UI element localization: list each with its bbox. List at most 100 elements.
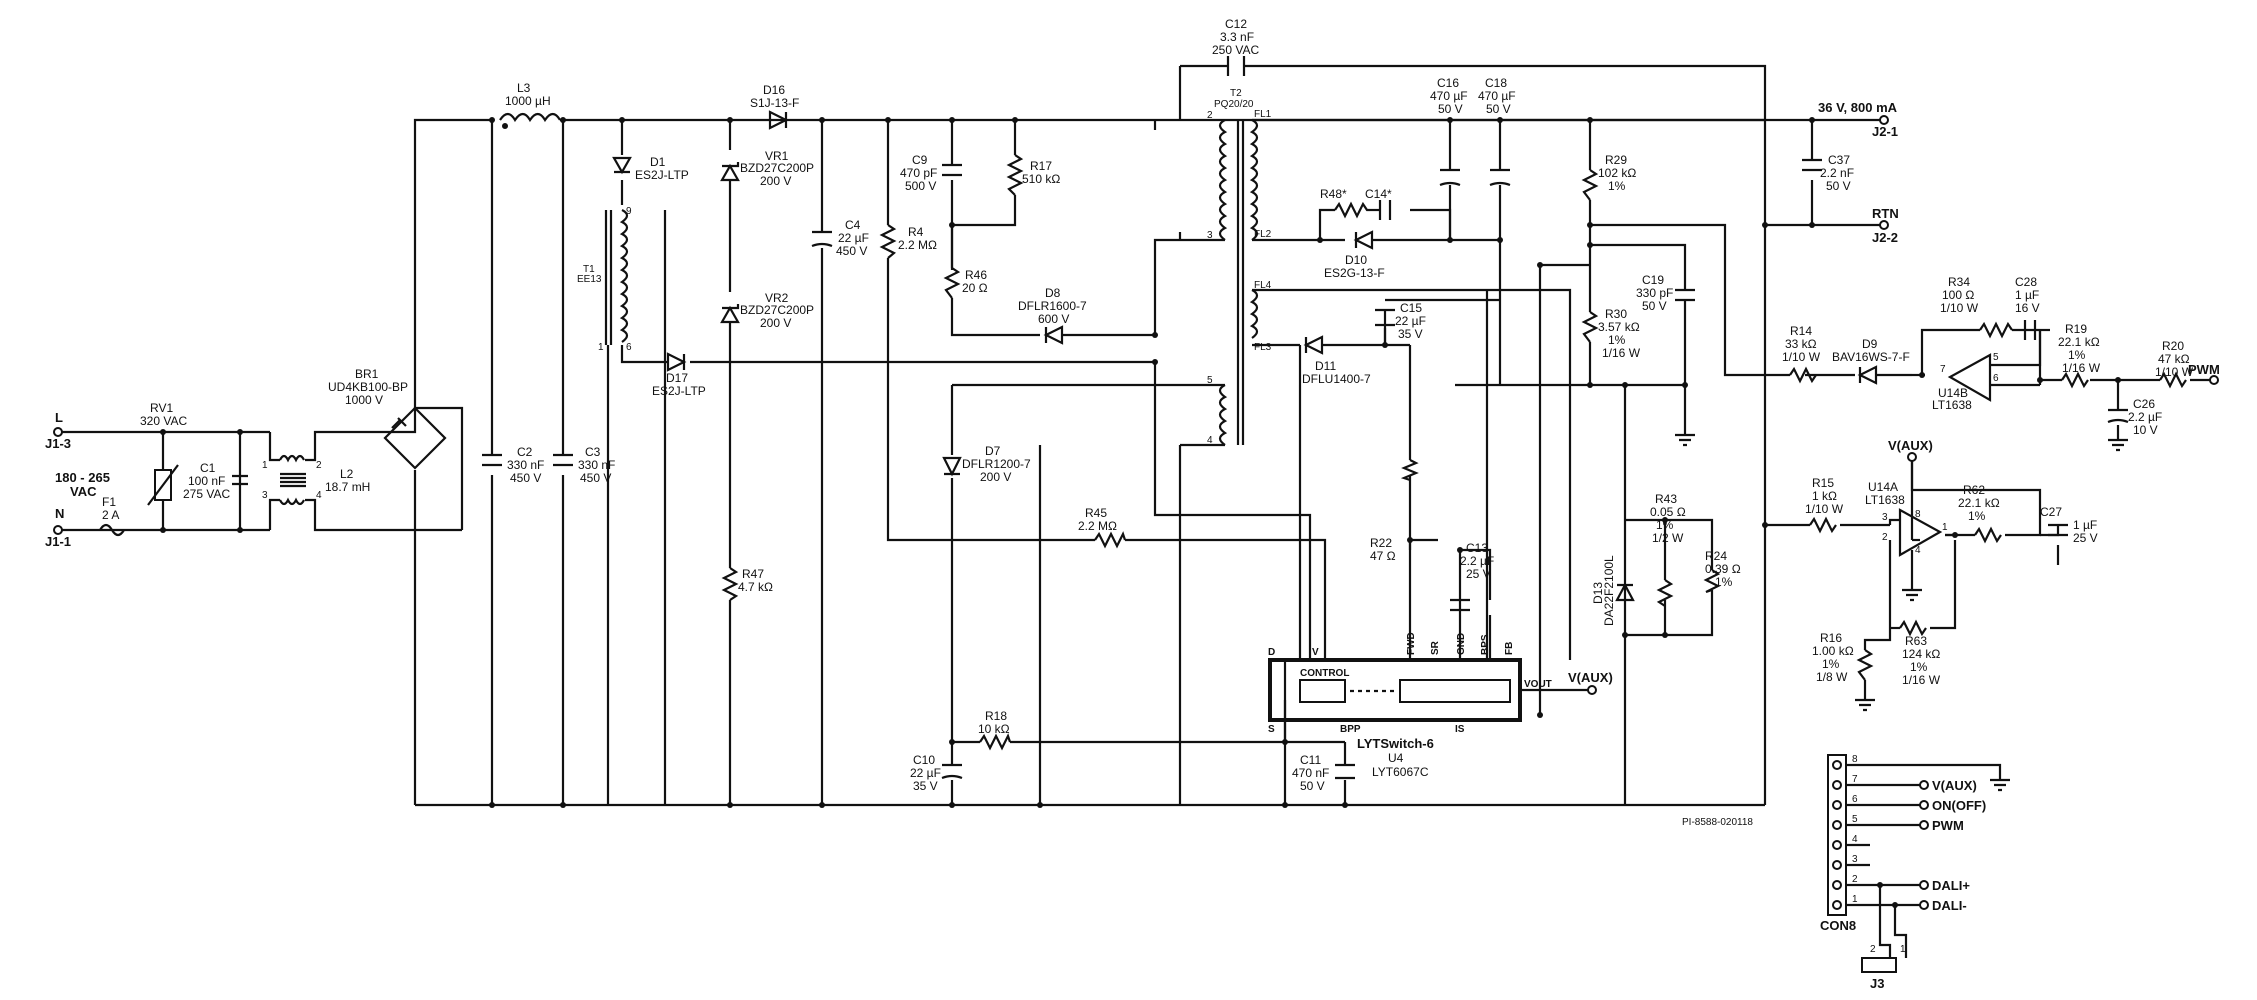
r17-value: 510 kΩ [1022,172,1060,186]
u4-pin-d: D [1268,647,1275,658]
r18-value: 10 kΩ [978,722,1010,736]
c28-value: 1 µF [2015,288,2039,302]
br1-rating: 1000 V [345,393,383,407]
c16-ref: C16 [1437,76,1459,90]
u4-pin-fb: FB [1504,642,1515,655]
t2-pin3: 3 [1207,230,1213,241]
c28-rating: 16 V [2015,301,2040,315]
r43-tol: 1% [1656,518,1674,532]
d7-part: DFLR1200-7 [962,457,1031,471]
t1-pin6: 6 [626,342,632,353]
r16-ref: R16 [1820,631,1842,645]
c3-ref: C3 [585,445,601,459]
d1-ref: D1 [650,155,666,169]
controller-name: LYTSwitch-6 [1357,736,1434,751]
r46-ref: R46 [965,268,987,282]
u4-pin-is: IS [1455,724,1465,735]
input-n-label: N [55,506,64,521]
con8-pin5: 5 [1852,814,1858,825]
c13-rating: 25 V [1466,567,1491,581]
r24-value: 0.39 Ω [1705,562,1741,576]
r62-ref: R62 [1963,483,1985,497]
c26-rating: 10 V [2133,423,2158,437]
r63-ref: R63 [1905,634,1927,648]
d8-ref: D8 [1045,286,1061,300]
u14a-pin1: 1 [1942,522,1948,533]
c18-rating: 50 V [1486,102,1511,116]
output-rtn: RTN [1872,206,1899,221]
t2-fl2: FL2 [1254,229,1272,240]
d13-ref: D13 [1591,582,1605,604]
t2-pin2: 2 [1207,110,1213,121]
r34-ref: R34 [1948,275,1970,289]
l2-value: 18.7 mH [325,480,370,494]
c10-value: 22 µF [910,766,941,780]
d10-ref: D10 [1345,253,1367,267]
d7-rating: 200 V [980,470,1011,484]
con8-pin3: 3 [1852,854,1858,865]
c27-value: 1 µF [2073,518,2097,532]
d11-part: DFLU1400-7 [1302,372,1371,386]
con8-box [1827,754,1847,916]
c18-value: 470 µF [1478,89,1516,103]
vr1-rating: 200 V [760,174,791,188]
controller-control-label: CONTROL [1300,668,1349,679]
t1-core: EE13 [577,274,602,285]
u14b-pin5: 5 [1993,352,1999,363]
u14b-ref: U14B [1938,386,1968,400]
c13-value: 2.2 µF [1460,554,1494,568]
con8-signal-pwm: PWM [1932,818,1964,833]
l3-ref: L3 [517,81,531,95]
r17-ref: R17 [1030,159,1052,173]
r48-ref: R48* [1320,187,1347,201]
r19-value: 22.1 kΩ [2058,335,2100,349]
vaux-label-controller: V(AUX) [1568,670,1613,685]
output-pwm: PWM [2188,362,2220,377]
c37-rating: 50 V [1826,179,1851,193]
r63-tol: 1% [1910,660,1928,674]
r62-value: 22.1 kΩ [1958,496,2000,510]
l3-symbol [499,112,561,123]
vr2-rating: 200 V [760,316,791,330]
c4-ref: C4 [845,218,861,232]
con8-pin6: 6 [1852,794,1858,805]
f1-ref: F1 [102,495,116,509]
c10-rating: 35 V [913,779,938,793]
d9-ref: D9 [1862,337,1878,351]
c15-ref: C15 [1400,301,1422,315]
c27-rating: 25 V [2073,531,2098,545]
r20-power: 1/10 W [2155,365,2194,379]
r62-tol: 1% [1968,509,1986,523]
j3-box [1861,957,1897,973]
c15-value: 22 µF [1395,314,1426,328]
c11-rating: 50 V [1300,779,1325,793]
r14-value: 33 kΩ [1785,337,1817,351]
r45-value: 2.2 MΩ [1078,519,1117,533]
r63-power: 1/16 W [1902,673,1941,687]
c12-ref: C12 [1225,17,1247,31]
r24-tol: 1% [1715,575,1733,589]
t2-fl4: FL4 [1254,280,1272,291]
c16-rating: 50 V [1438,102,1463,116]
c19-rating: 50 V [1642,299,1667,313]
u4-pin-gnd: GND [1456,633,1467,655]
c3-value: 330 nF [578,458,615,472]
d1-part: ES2J-LTP [635,168,689,182]
f1-symbol [99,523,125,537]
c13-ref: C13 [1466,541,1488,555]
t1-pin9: 9 [626,206,632,217]
u14a-pin8: 8 [1915,509,1921,520]
con8-ref: CON8 [1820,918,1856,933]
symbols [53,56,2219,973]
con8-signal-dali-plus: DALI+ [1932,878,1970,893]
c9-ref: C9 [912,153,928,167]
t2-fl3: FL3 [1254,342,1272,353]
r29-ref: R29 [1605,153,1627,167]
u14b-pin7: 7 [1940,364,1946,375]
c26-value: 2.2 µF [2128,410,2162,424]
t2-ref: T2 [1230,88,1242,99]
c16-value: 470 µF [1430,89,1468,103]
u14a-pin4: 4 [1915,545,1921,556]
c12-value: 3.3 nF [1220,30,1254,44]
